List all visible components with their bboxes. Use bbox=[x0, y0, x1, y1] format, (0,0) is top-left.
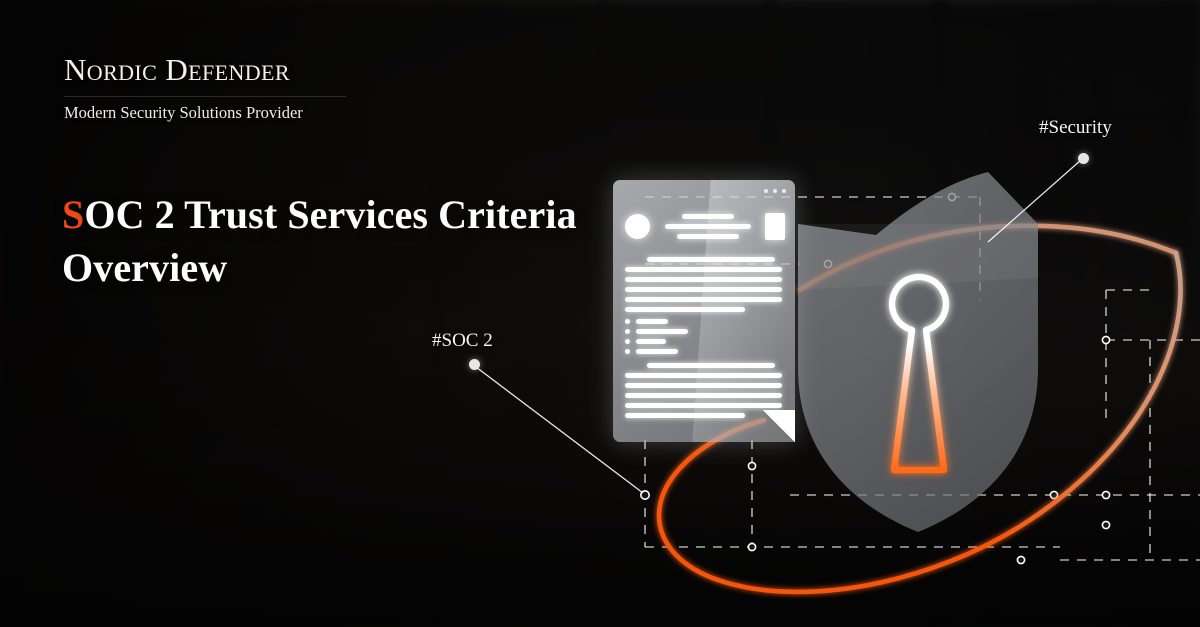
text-line bbox=[625, 277, 782, 282]
page-title: SOC 2 Trust Services Criteria Overview bbox=[62, 188, 622, 294]
title-rest: OC 2 Trust Services Criteria Overview bbox=[62, 191, 577, 290]
callout-dot-soc2 bbox=[469, 359, 480, 370]
title-accent-letter: S bbox=[62, 191, 85, 237]
text-line bbox=[625, 413, 745, 418]
text-line bbox=[625, 307, 745, 312]
callout-label-security: #Security bbox=[1039, 117, 1112, 138]
brand-name: Nordic Defender bbox=[64, 52, 290, 87]
window-dots-icon bbox=[764, 189, 786, 193]
folded-corner-icon bbox=[763, 410, 795, 442]
text-line bbox=[625, 287, 782, 292]
document-body bbox=[625, 257, 782, 423]
brand-lockup: Nordic Defender Modern Security Solution… bbox=[64, 54, 346, 122]
text-line bbox=[625, 393, 782, 398]
document-header bbox=[625, 206, 785, 246]
brand-tagline: Modern Security Solutions Provider bbox=[64, 103, 303, 122]
list-item bbox=[625, 319, 782, 324]
bullet-list bbox=[625, 319, 782, 354]
text-line bbox=[625, 403, 782, 408]
document-card bbox=[613, 180, 795, 442]
list-item bbox=[625, 329, 782, 334]
avatar bbox=[625, 213, 650, 239]
list-item bbox=[625, 339, 782, 344]
text-line bbox=[625, 383, 782, 388]
text-line bbox=[647, 257, 775, 262]
text-line bbox=[625, 267, 782, 272]
thumbnail-placeholder bbox=[765, 212, 785, 240]
callout-label-soc2: #SOC 2 bbox=[432, 330, 493, 351]
brand-divider bbox=[64, 96, 346, 97]
callout-dot-security bbox=[1078, 153, 1089, 164]
list-item bbox=[625, 349, 782, 354]
text-line bbox=[625, 297, 782, 302]
document-header-lines bbox=[659, 213, 756, 239]
text-line bbox=[647, 363, 775, 368]
text-line bbox=[625, 373, 782, 378]
